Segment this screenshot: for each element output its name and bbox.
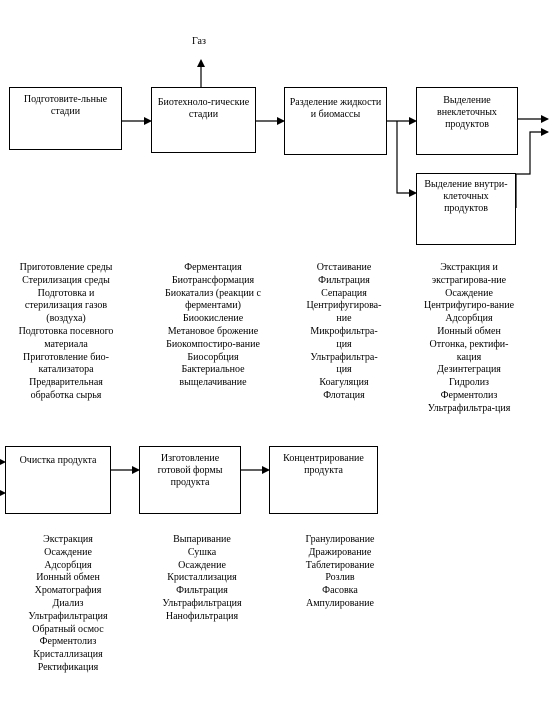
list-separation-item: Коагуляция: [319, 377, 369, 389]
arrow-intracellular-out: [515, 128, 549, 208]
list-preparatory-item: стерилизация газов: [24, 300, 108, 312]
list-concentration-item: Гранулирование: [305, 534, 375, 545]
list-finished-form-item: Осаждение: [178, 559, 226, 571]
box-biotech-stages-label: Биотехноло-гические стадии: [157, 97, 250, 120]
list-purification-item: Осаждение: [44, 546, 92, 558]
list-purification-item: Кристаллизация: [33, 649, 103, 661]
list-extraction-item: Отгонка, ректифи-: [429, 338, 509, 350]
list-preparatory-item: Приготовление среды: [19, 262, 113, 273]
list-purification-item: Диализ: [52, 597, 84, 609]
gas-label: Газ: [192, 36, 206, 47]
list-extraction-item: Осаждение: [445, 287, 493, 299]
list-preparatory-item: материала: [44, 338, 88, 350]
list-purification-item: Ионный обмен: [36, 572, 100, 584]
list-separation-item: ние: [336, 313, 352, 325]
list-biotech-item: Метановое брожение: [167, 325, 259, 337]
list-purification-item: Обратный осмос: [32, 623, 104, 635]
list-preparatory-item: Подготовка посевного: [18, 325, 114, 337]
list-separation-item: Фильтрация: [318, 274, 370, 286]
box-preparatory-stages-label: Подготовите-льные стадии: [23, 94, 108, 117]
box-intracellular-label: Выделение внутри-клеточных продуктов: [424, 179, 508, 214]
list-finished-form-item: Ультрафильтрация: [162, 597, 242, 609]
list-finished-form-item: Сушка: [187, 546, 217, 558]
list-purification-item: Ректификация: [37, 661, 99, 673]
list-concentration-item: Розлив: [325, 572, 355, 584]
list-preparatory-item: Предварительная: [29, 377, 103, 389]
list-preparatory-item: катализатора: [38, 364, 94, 376]
list-extraction-item: Ионный обмен: [437, 325, 501, 337]
list-separation-item: Флотация: [323, 389, 365, 401]
box-preparatory-stages: Подготовите-льные стадии: [9, 87, 122, 150]
list-separation-item: Центрифугирова-: [306, 300, 382, 312]
list-biotech-item: Ферментация: [184, 262, 242, 273]
list-separation-item: Сепарация: [321, 287, 367, 299]
box-purification: Очистка продукта: [5, 446, 111, 514]
box-concentration-label: Концентрирование продукта: [283, 453, 364, 476]
list-preparatory-item: (воздуха): [46, 313, 86, 325]
list-separation-item: ция: [336, 338, 352, 350]
list-finished-form-item: Кристаллизация: [167, 572, 237, 584]
list-preparatory-item: Подготовка и: [37, 287, 95, 299]
box-extracellular: Выделение внеклеточных продуктов: [416, 87, 518, 155]
list-extraction-item: Адсорбция: [445, 313, 493, 325]
list-concentration-item: Ампулирование: [306, 597, 374, 609]
list-biotech-item: Биотрансформация: [171, 274, 255, 286]
list-finished-form-item: Фильтрация: [176, 585, 228, 597]
list-purification-item: Экстракция: [43, 534, 93, 545]
list-concentration-item: Дражирование: [308, 546, 372, 558]
list-biotech-item: Биоокисление: [182, 313, 244, 325]
list-biotech-item: Биокомпостиро-вание: [166, 338, 260, 350]
list-concentration-item: Фасовка: [322, 585, 358, 597]
list-separation-item: Ультрафильтра-: [310, 351, 378, 363]
list-separation-item: Отстаивание: [316, 262, 372, 273]
arrow-separation-to-intracellular: [396, 121, 417, 197]
list-finished-form-item: Выпаривание: [173, 534, 231, 545]
box-finished-form-label: Изготовление готовой формы продукта: [157, 453, 223, 488]
list-purification-item: Ферментолиз: [39, 636, 97, 648]
list-preparatory-item: Стерилизация среды: [22, 274, 110, 286]
list-concentration-item: Таблетирование: [305, 559, 375, 571]
box-separation-label: Разделение жидкости и биомассы: [289, 97, 382, 120]
box-extracellular-label: Выделение внеклеточных продуктов: [437, 95, 497, 130]
box-separation: Разделение жидкости и биомассы: [284, 87, 387, 155]
box-purification-label: Очистка продукта: [19, 455, 97, 466]
list-biotech-item: Биокатализ (реакции с: [165, 287, 261, 299]
list-extraction-item: Ультрафильтра-ция: [427, 402, 511, 414]
list-extraction-item: Ферментолиз: [440, 389, 498, 401]
box-concentration: Концентрирование продукта: [269, 446, 378, 514]
list-preparatory-item: Приготовление био-: [23, 351, 109, 363]
list-purification-item: Адсорбция: [44, 559, 92, 571]
list-separation-item: ция: [336, 364, 352, 376]
list-extraction-item: Центрифугиро-вание: [423, 300, 515, 312]
box-intracellular: Выделение внутри-клеточных продуктов: [416, 173, 516, 245]
list-preparatory-item: обработка сырья: [30, 389, 102, 401]
list-biotech-item: ферментами): [185, 300, 241, 312]
list-biotech-item: Бактериальное: [181, 364, 245, 376]
list-purification-item: Ультрафильтрация: [28, 610, 108, 622]
list-extraction-item: экстрагирова-ние: [431, 274, 507, 286]
list-purification-item: Хроматография: [34, 585, 102, 597]
list-extraction-item: Дезинтеграция: [437, 364, 501, 376]
box-biotech-stages: Биотехноло-гические стадии: [151, 87, 256, 153]
list-biotech-item: Биосорбция: [187, 351, 239, 363]
box-finished-form: Изготовление готовой формы продукта: [139, 446, 241, 514]
list-finished-form-item: Нанофильтрация: [165, 610, 239, 622]
list-separation-item: Микрофильтра-: [310, 325, 378, 337]
list-extraction-item: кация: [456, 351, 482, 363]
list-extraction-item: Экстракция и: [440, 262, 498, 273]
list-biotech-item: выщелачивание: [179, 377, 247, 389]
list-extraction-item: Гидролиз: [449, 377, 489, 389]
